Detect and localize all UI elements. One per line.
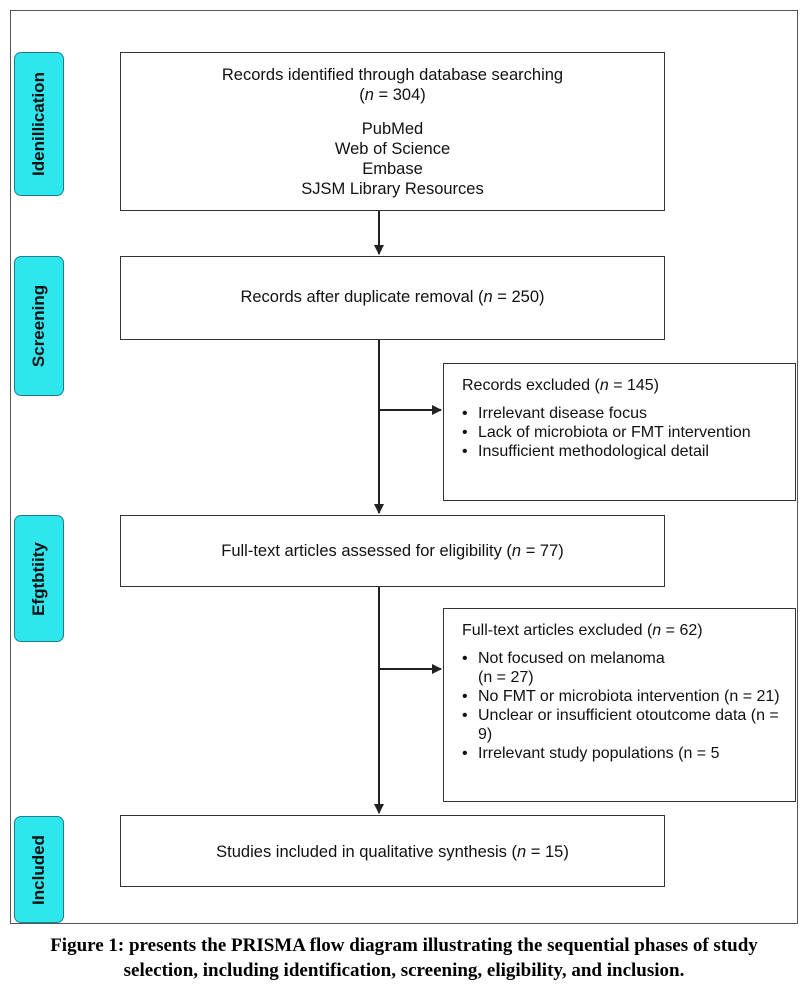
included-text: Studies included in qualitative synthesi…: [216, 843, 517, 861]
fulltext-excluded-box: Full-text articles excluded (n = 62) Not…: [443, 608, 796, 802]
figure-caption: Figure 1: presents the PRISMA flow diagr…: [0, 933, 808, 983]
phase-eligibility: Efgtbtiity: [14, 515, 64, 642]
screening-box: Records after duplicate removal (n = 250…: [120, 256, 665, 340]
included-box: Studies included in qualitative synthesi…: [120, 815, 665, 887]
fulltext-excluded-item: Not focused on melanoma(n = 27): [462, 649, 785, 687]
source-web-of-science: Web of Science: [334, 140, 451, 158]
records-excluded-item: Insufficient methodological detail: [462, 442, 785, 461]
phase-screening: Screening: [14, 256, 64, 396]
screening-text: Records after duplicate removal (: [240, 288, 484, 306]
eligibility-box: Full-text articles assessed for eligibil…: [120, 515, 665, 587]
phase-included: Included: [14, 816, 64, 923]
fulltext-excluded-title: Full-text articles excluded (n = 62): [462, 622, 703, 639]
identification-title: Records identified through database sear…: [221, 66, 564, 84]
records-excluded-box: Records excluded (n = 145) Irrelevant di…: [443, 363, 796, 501]
caption-line-1: Figure 1: presents the PRISMA flow diagr…: [50, 935, 758, 956]
source-sjsm-library: SJSM Library Resources: [301, 180, 484, 198]
source-pubmed: PubMed: [361, 120, 424, 138]
records-excluded-title: Records excluded (n = 145): [462, 377, 660, 394]
fulltext-excluded-item: Irrelevant study populations (n = 5: [462, 744, 785, 763]
eligibility-text: Full-text articles assessed for eligibil…: [221, 542, 512, 560]
phase-identification: Idenillication: [14, 52, 64, 196]
diagram-frame: [10, 10, 798, 924]
records-excluded-item: Irrelevant disease focus: [462, 404, 785, 423]
identification-count: (n = 304): [359, 86, 426, 104]
identification-box: Records identified through database sear…: [120, 52, 665, 211]
source-embase: Embase: [362, 160, 423, 178]
fulltext-excluded-item: Unclear or insufficient otoutcome data (…: [462, 706, 785, 744]
caption-line-2: selection, including identification, scr…: [123, 960, 685, 981]
records-excluded-item: Lack of microbiota or FMT intervention: [462, 423, 785, 442]
fulltext-excluded-item: No FMT or microbiota intervention (n = 2…: [462, 687, 785, 706]
